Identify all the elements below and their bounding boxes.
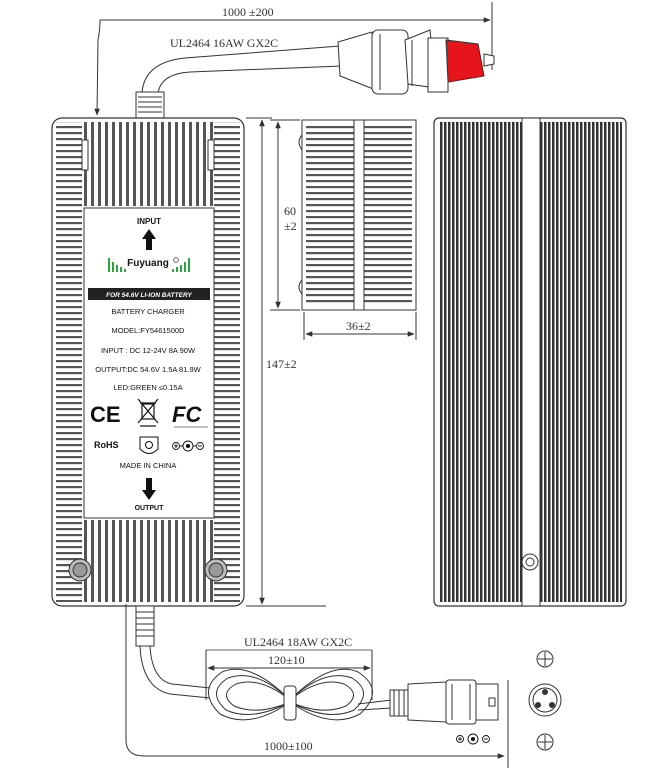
battery-banner-text: FOR 54.6V LI-ION BATTERY	[106, 292, 192, 299]
ce-mark-icon: CE	[90, 402, 121, 427]
width-dimension: 36±2	[303, 312, 417, 340]
input-rating: INPUT : DC 12-24V 8A 90W	[101, 346, 196, 355]
output-cable-length-text: 1000±100	[264, 739, 313, 753]
output-cable-spec-text: UL2464 18AW GX2C	[244, 635, 352, 649]
shield-icon	[139, 436, 159, 454]
fcc-mark-icon: FC	[172, 402, 202, 427]
input-cable	[135, 45, 343, 119]
rohs-mark: RoHS	[94, 440, 119, 450]
arrow-up-icon	[142, 229, 156, 250]
output-cable-length-dimension: 1000±100	[125, 604, 509, 768]
xlr-connector	[389, 679, 499, 725]
charger-end-view	[298, 119, 417, 311]
output-cable-spec-dimension: UL2464 18AW GX2C 120±10	[205, 635, 373, 700]
product-name: BATTERY CHARGER	[111, 307, 185, 316]
output-rating: OUTPUT:DC 54.6V 1.5A 81.9W	[95, 365, 201, 374]
input-label: INPUT	[137, 217, 161, 226]
brand-name: Fuyuang	[127, 258, 169, 269]
output-label: OUTPUT	[135, 505, 165, 512]
brand-bars-icon	[108, 258, 190, 272]
polarity-icon	[172, 440, 204, 452]
xlr-pinout-icon	[528, 650, 562, 751]
output-polarity-icon	[456, 733, 490, 745]
led-rating: LED:GREEN ≤0.15A	[113, 383, 182, 392]
depth-value: 60	[284, 204, 296, 218]
output-cable	[135, 605, 393, 721]
product-label: INPUT Fuyuang FOR 54.6V LI-ION BATTERY B…	[83, 207, 215, 519]
weee-bin-icon	[137, 398, 159, 427]
input-cable-spec-text: UL2464 16AW GX2C	[170, 36, 278, 50]
depth-dimension: 60 ±2	[270, 119, 300, 311]
length-dimension: 147±2	[246, 117, 326, 607]
plug-tip	[445, 39, 485, 83]
charger-side-view	[433, 117, 627, 607]
car-plug	[337, 29, 495, 95]
input-cable-dimension: 1000 ±200	[94, 2, 493, 116]
made-in: MADE IN CHINA	[120, 461, 177, 470]
registered-icon	[173, 257, 179, 263]
output-coil-length-text: 120±10	[268, 653, 305, 667]
battery-banner	[88, 288, 210, 300]
arrow-down-icon	[142, 478, 156, 500]
model-number: MODEL:FY5461500D	[112, 326, 186, 335]
depth-tolerance: ±2	[284, 219, 297, 233]
width-value: 36±2	[346, 319, 371, 333]
input-cable-length-text: 1000 ±200	[222, 5, 274, 19]
length-value: 147±2	[266, 357, 297, 371]
